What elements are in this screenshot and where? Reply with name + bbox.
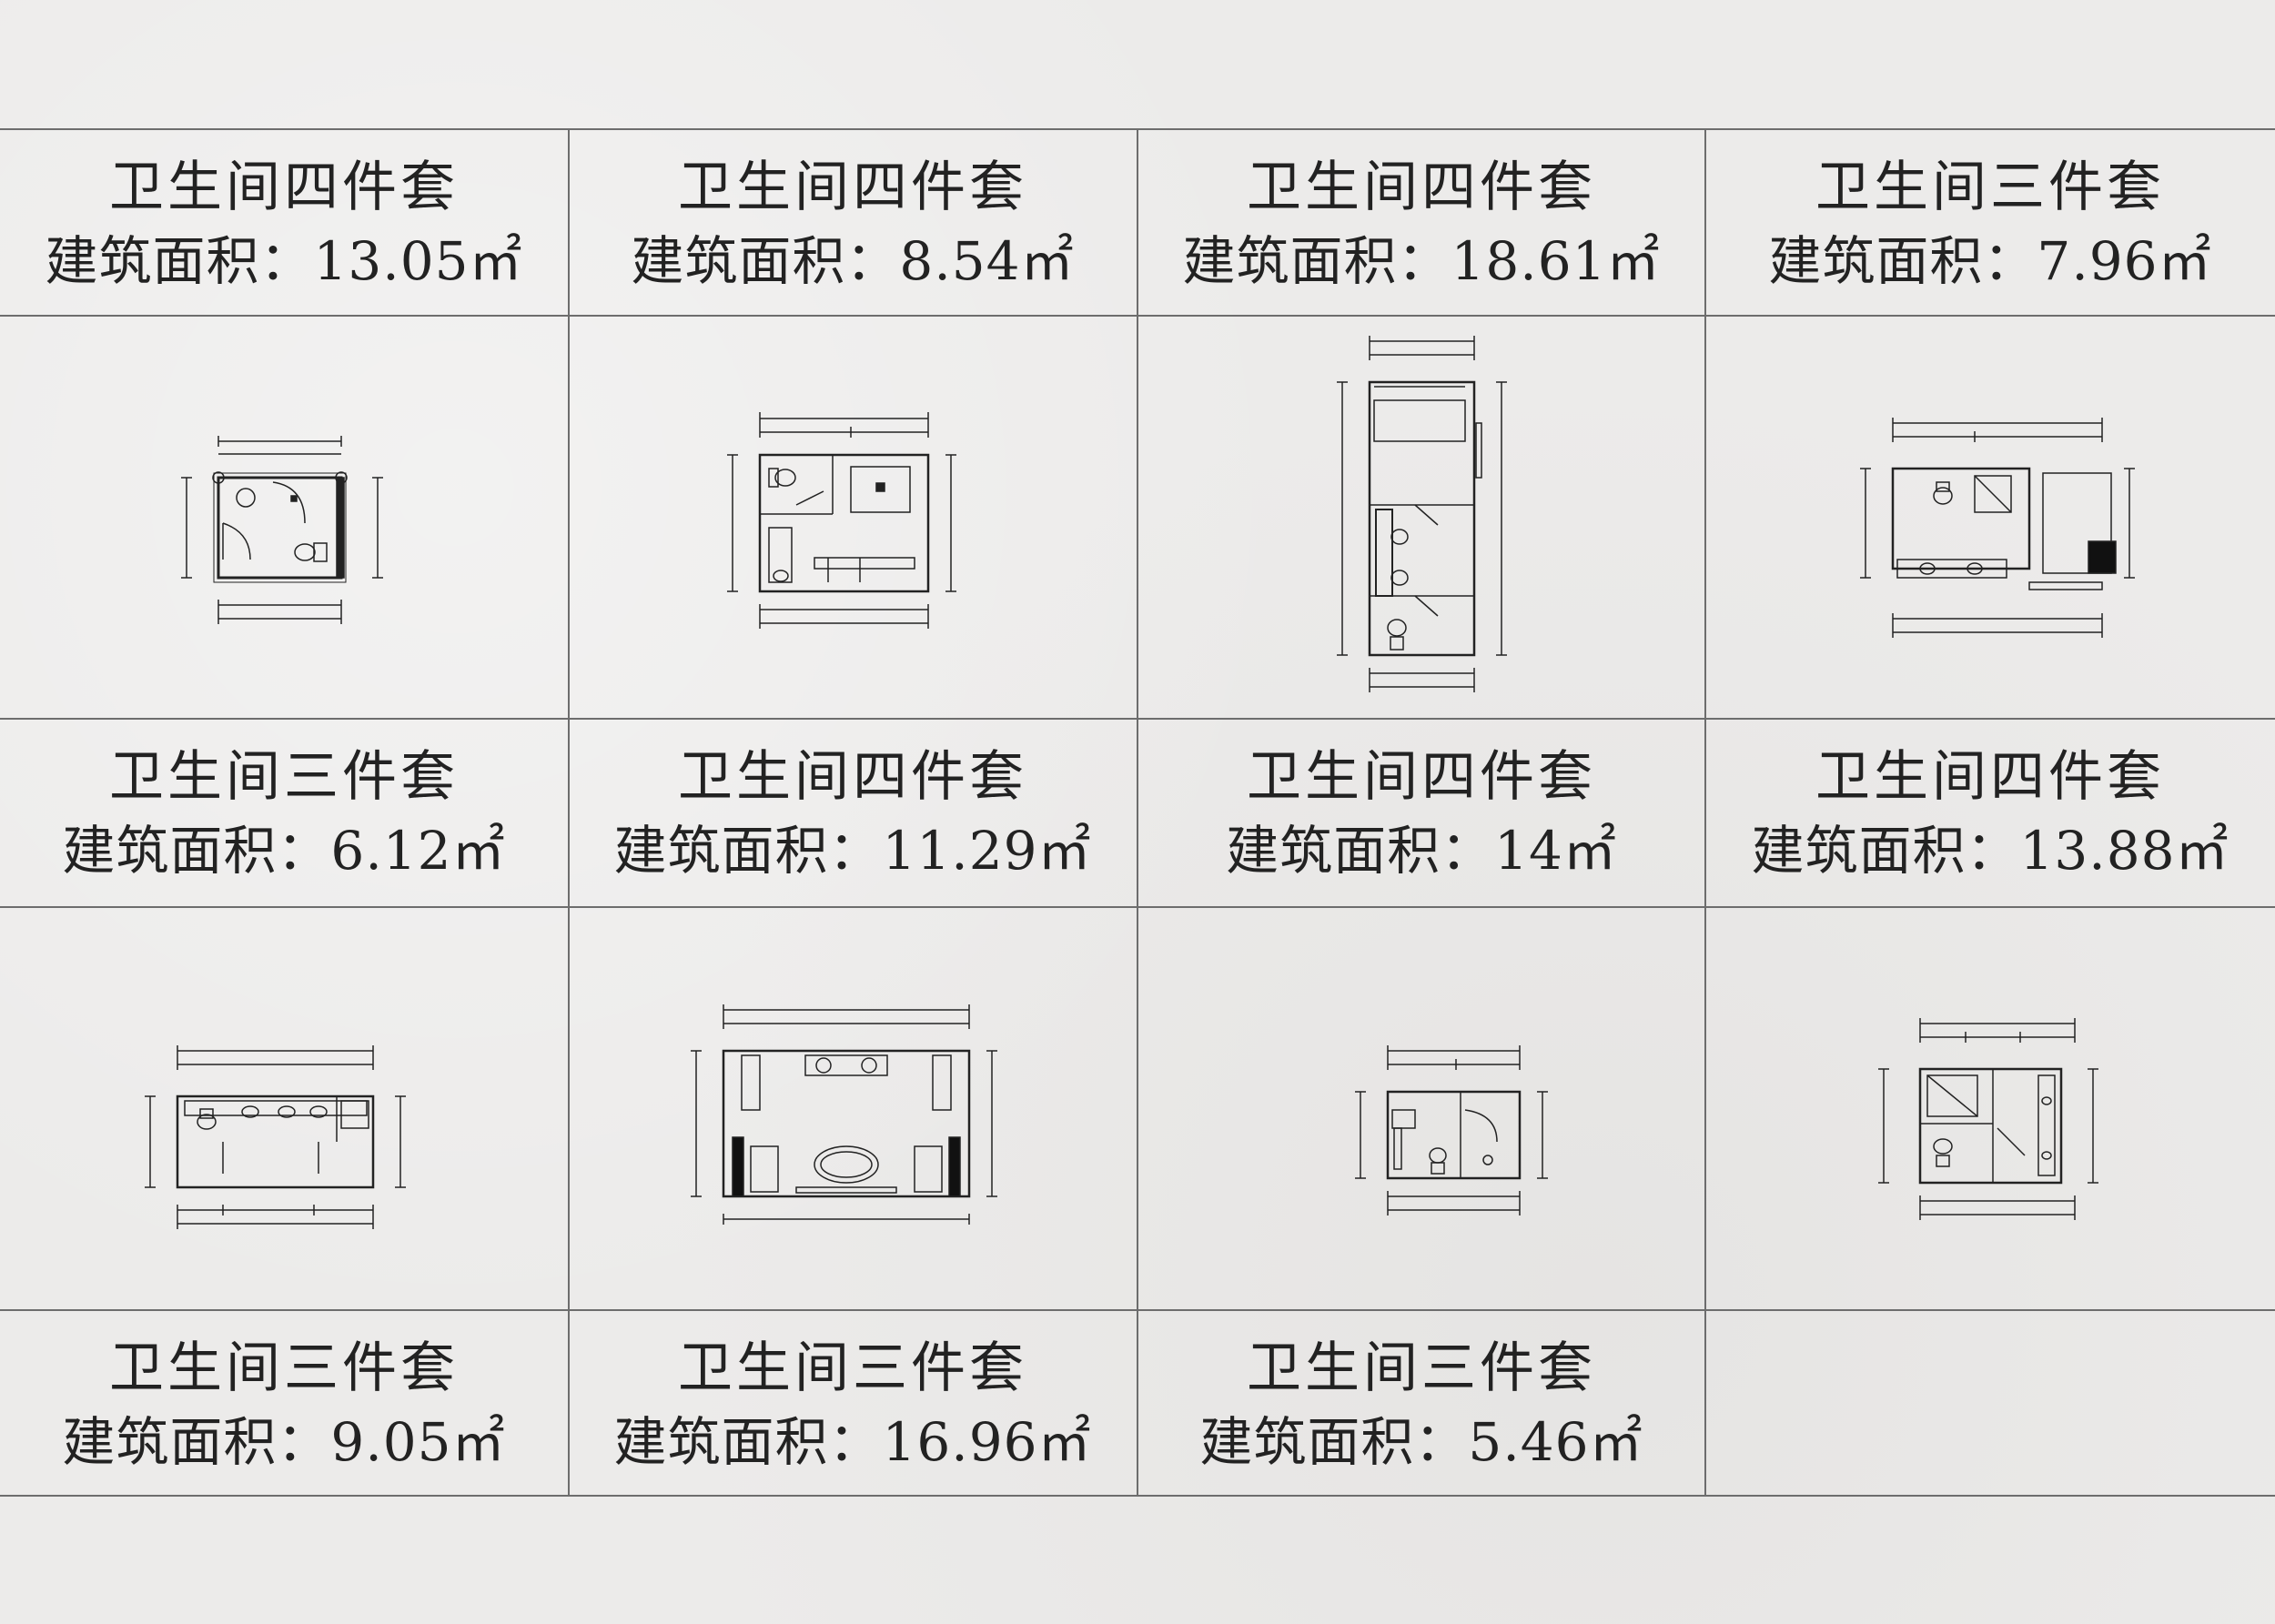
bathroom-area: 建筑面积：8.54㎡ [631, 230, 1075, 292]
floor-plan-drawing [1320, 332, 1529, 701]
grid-divider [1137, 128, 1138, 1497]
floor-plan-drawing [678, 1001, 1015, 1242]
grid-divider [0, 315, 2275, 317]
floor-plan-drawing [132, 1042, 428, 1237]
bathroom-type: 卫生间三件套 [1247, 1337, 1596, 1400]
floor-plan-drawing [168, 432, 405, 632]
bathroom-type: 卫生间三件套 [109, 745, 459, 809]
bathroom-type: 卫生间四件套 [109, 156, 459, 219]
bathroom-label: 卫生间四件套 建筑面积：18.61㎡ [1138, 160, 1705, 287]
bathroom-type: 卫生间四件套 [1815, 745, 2165, 809]
bathroom-label: 卫生间三件套 建筑面积：5.46㎡ [1138, 1341, 1705, 1468]
floor-plan-drawing [1338, 1037, 1565, 1228]
bathroom-label: 卫生间四件套 建筑面积：11.29㎡ [569, 750, 1137, 877]
bathroom-label: 卫生间四件套 建筑面积：14㎡ [1138, 750, 1705, 877]
grid-divider [0, 718, 2275, 720]
bathroom-label: 卫生间三件套 建筑面积：16.96㎡ [569, 1341, 1137, 1468]
bathroom-type: 卫生间四件套 [678, 156, 1027, 219]
grid-divider [0, 1309, 2275, 1311]
grid-divider [0, 906, 2275, 908]
bathroom-area: 建筑面积：5.46㎡ [1199, 1411, 1643, 1473]
floor-plan-drawing [714, 405, 978, 641]
grid-divider [1704, 128, 1706, 1497]
bathroom-label: 卫生间三件套 建筑面积：6.12㎡ [0, 750, 568, 877]
bathroom-label: 卫生间三件套 建筑面积：7.96㎡ [1706, 160, 2274, 287]
grid-divider [568, 128, 570, 1497]
bathroom-area: 建筑面积：13.88㎡ [1751, 820, 2230, 882]
bathroom-type: 卫生间三件套 [109, 1337, 459, 1400]
bathroom-area: 建筑面积：11.29㎡ [613, 820, 1092, 882]
bathroom-type: 卫生间三件套 [678, 1337, 1027, 1400]
bathroom-area: 建筑面积：13.05㎡ [45, 230, 523, 292]
bathroom-area: 建筑面积：16.96㎡ [613, 1411, 1092, 1473]
bathroom-area: 建筑面积：6.12㎡ [62, 820, 506, 882]
bathroom-type: 卫生间四件套 [678, 745, 1027, 809]
floor-plan-drawing [1856, 1010, 2129, 1233]
bathroom-label: 卫生间四件套 建筑面积：13.05㎡ [0, 160, 568, 287]
bathroom-area: 建筑面积：9.05㎡ [62, 1411, 506, 1473]
bathroom-label: 卫生间四件套 建筑面积：13.88㎡ [1706, 750, 2274, 877]
bathroom-label: 卫生间四件套 建筑面积：8.54㎡ [569, 160, 1137, 287]
floor-plan-drawing [1838, 414, 2152, 646]
bathroom-label: 卫生间三件套 建筑面积：9.05㎡ [0, 1341, 568, 1468]
bathroom-area: 建筑面积：7.96㎡ [1768, 230, 2212, 292]
bathroom-type: 卫生间四件套 [1247, 745, 1596, 809]
bathroom-type: 卫生间三件套 [1815, 156, 2165, 219]
bathroom-area: 建筑面积：18.61㎡ [1182, 230, 1661, 292]
bathroom-area: 建筑面积：14㎡ [1226, 820, 1617, 882]
bathroom-type: 卫生间四件套 [1247, 156, 1596, 219]
